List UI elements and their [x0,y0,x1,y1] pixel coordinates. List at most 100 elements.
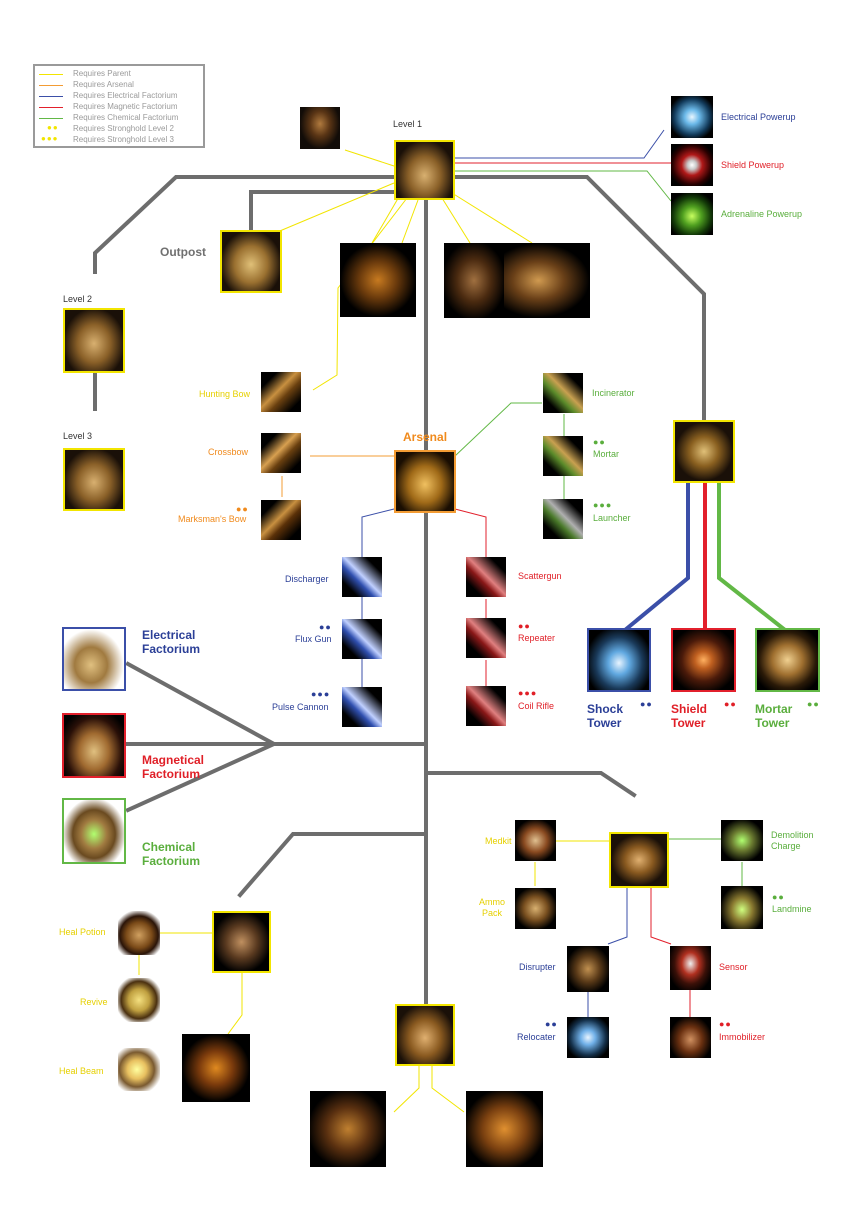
revive-label: Revive [80,997,108,1007]
level2-dots: ●● [719,1019,732,1029]
stronghold-level3-label: Level 3 [63,431,93,441]
stronghold-level1-icon[interactable] [394,140,455,200]
mortar-tower-icon[interactable] [755,628,820,692]
shock-tower-label: Shock Tower [587,702,624,730]
heal-potion-label: Heal Potion [59,927,106,937]
arsenal-title: Arsenal [403,430,448,444]
coil-rifle-label: Coil Rifle [518,701,555,711]
arsenal-icon[interactable] [394,450,456,513]
tower-lines [623,482,787,632]
level2-dots: ●● [807,699,820,709]
level3-dots: ●●● [518,688,538,698]
chemical-factorium-label: Chemical Factorium [142,840,201,868]
electrical-powerup-icon[interactable] [671,96,713,138]
heal-potion-icon[interactable] [118,911,160,955]
unit-portrait-icon[interactable] [300,107,340,149]
chemical-factorium-icon[interactable] [62,798,126,864]
level3-dots: ●●● [593,500,613,510]
unit-portrait-icon[interactable] [444,243,504,318]
marksmans-bow-icon[interactable] [261,500,301,540]
arsenal-lines [281,455,394,497]
mortar-icon[interactable] [543,436,583,476]
stronghold-level2-icon[interactable] [63,308,125,373]
magnetical-factorium-label: Magnetical Factorium [142,753,205,781]
hunting-bow-icon[interactable] [261,372,301,412]
electrical-factorium-icon[interactable] [62,627,126,691]
level2-dots: ●● [545,1019,558,1029]
parent-lines [138,149,609,1113]
heal-beam-icon[interactable] [118,1048,160,1091]
tower-icon[interactable] [673,420,735,483]
demolition-charge-label: Demolition Charge [771,830,814,851]
crossbow-label: Crossbow [208,447,249,457]
level2-dots: ●● [518,621,531,631]
shield-powerup-icon[interactable] [671,144,713,186]
heal-beam-label: Heal Beam [59,1066,104,1076]
electrical-lines [361,129,665,1017]
relocater-icon[interactable] [567,1017,609,1058]
sensor-label: Sensor [719,962,748,972]
adrenaline-powerup-icon[interactable] [671,193,713,235]
unit-portrait-icon[interactable] [504,243,590,318]
incinerator-label: Incinerator [592,388,635,398]
launcher-label: Launcher [593,513,631,523]
vehicle-icon[interactable] [466,1091,543,1167]
immobilizer-icon[interactable] [670,1017,711,1058]
landmine-icon[interactable] [721,886,763,929]
flux-gun-label: Flux Gun [295,634,332,644]
stronghold-level2-label: Level 2 [63,294,93,304]
incinerator-icon[interactable] [543,373,583,413]
landmine-label: Landmine [772,904,812,914]
level2-dots: ●● [724,699,737,709]
hunting-bow-label: Hunting Bow [199,389,251,399]
marksmans-bow-label: Marksman's Bow [178,514,247,524]
crossbow-icon[interactable] [261,433,301,473]
discharger-label: Discharger [285,574,329,584]
repeater-icon[interactable] [466,618,506,658]
launcher-icon[interactable] [543,499,583,539]
shock-tower-icon[interactable] [587,628,651,692]
demolition-charge-icon[interactable] [721,820,763,861]
flux-gun-icon[interactable] [342,619,382,659]
outpost-label: Outpost [160,245,206,259]
level2-dots: ●● [319,622,332,632]
medkit-icon[interactable] [515,820,556,861]
magnetical-factorium-icon[interactable] [62,713,126,778]
disrupter-icon[interactable] [567,946,609,992]
shield-tower-icon[interactable] [671,628,736,692]
disrupter-label: Disrupter [519,962,556,972]
stronghold-level3-icon[interactable] [63,448,125,511]
unit-portrait-icon[interactable] [182,1034,250,1102]
coil-rifle-icon[interactable] [466,686,506,726]
unit-portrait-icon[interactable] [340,243,416,317]
healing-hub-icon[interactable] [212,911,271,973]
mortar-label: Mortar [593,449,620,459]
revive-icon[interactable] [118,978,160,1022]
level2-dots: ●● [236,504,249,514]
outpost-icon[interactable] [220,230,282,293]
stronghold-level1-label: Level 1 [393,119,423,129]
level2-dots: ●● [593,437,606,447]
pulse-cannon-icon[interactable] [342,687,382,727]
magnetic-lines [454,162,691,1017]
trunk-lines [93,175,706,1007]
pulse-cannon-label: Pulse Cannon [272,702,329,712]
sensor-icon[interactable] [670,946,711,990]
vehicle-icon[interactable] [310,1091,386,1167]
medkit-label: Medkit [485,836,512,846]
discharger-icon[interactable] [342,557,382,597]
mortar-tower-label: Mortar Tower [755,702,793,730]
immobilizer-label: Immobilizer [719,1032,766,1042]
ammo-pack-icon[interactable] [515,888,556,929]
repeater-label: Repeater [518,633,556,643]
ammo-pack-label: Ammo Pack [478,897,505,918]
shield-tower-label: Shield Tower [671,702,708,730]
level2-dots: ●● [772,892,785,902]
scattergun-icon[interactable] [466,557,506,597]
workshop-icon[interactable] [395,1004,455,1066]
level3-dots: ●●● [311,689,331,699]
shield-powerup-label: Shield Powerup [721,160,785,170]
gadget-hub-icon[interactable] [609,832,669,888]
level2-dots: ●● [640,699,653,709]
